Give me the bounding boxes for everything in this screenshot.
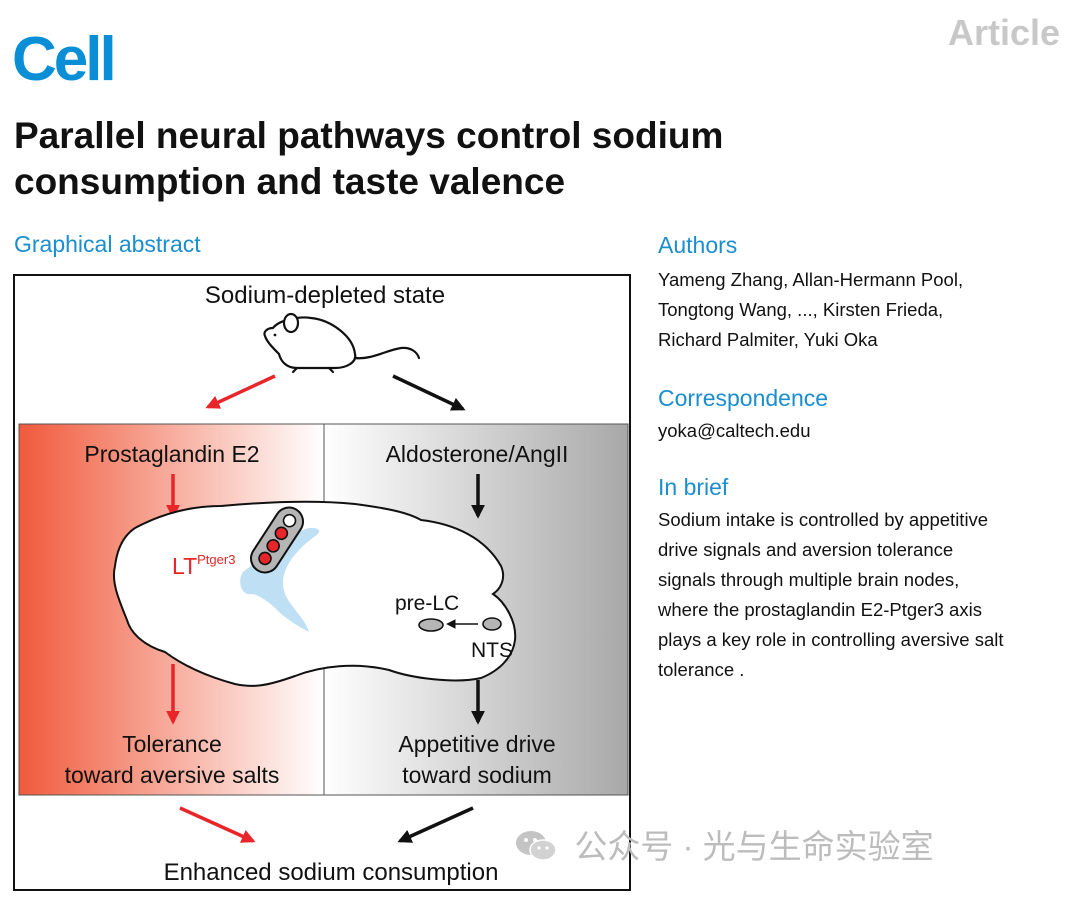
tolerance-label-line2: toward aversive salts bbox=[65, 762, 280, 788]
arrow-bottom-left bbox=[179, 806, 256, 843]
correspondence-email[interactable]: yoka@caltech.edu bbox=[658, 420, 811, 441]
in-brief-line-5: plays a key role in controlling aversive… bbox=[658, 629, 1004, 650]
graphical-abstract-svg: Sodium-depleted state Prostaglandin E2 A… bbox=[18, 282, 629, 886]
title-line-2: consumption and taste valence bbox=[14, 161, 566, 202]
in-brief-line-6: tolerance . bbox=[658, 659, 745, 680]
in-brief-line-1: Sodium intake is controlled by appetitiv… bbox=[658, 509, 989, 530]
arrow-top-right bbox=[392, 374, 466, 411]
nts-node bbox=[482, 617, 502, 631]
graphical-abstract-figure: Sodium-depleted state Prostaglandin E2 A… bbox=[13, 274, 631, 891]
wechat-icon bbox=[514, 831, 566, 865]
tolerance-label-line1: Tolerance bbox=[122, 731, 222, 757]
authors-line-1: Yameng Zhang, Allan-Hermann Pool, bbox=[658, 269, 964, 290]
lt-label: LTPtger3 bbox=[172, 552, 235, 579]
in-brief-section: In brief Sodium intake is controlled by … bbox=[658, 474, 1068, 685]
mouse-icon bbox=[263, 312, 421, 374]
arrow-top-left bbox=[205, 374, 276, 409]
in-brief-heading: In brief bbox=[658, 474, 729, 500]
journal-logo: Cell bbox=[12, 25, 117, 94]
authors-heading: Authors bbox=[658, 232, 738, 258]
correspondence-heading: Correspondence bbox=[658, 385, 829, 411]
lt-main: LT bbox=[172, 553, 197, 579]
in-brief-line-4: where the prostaglandin E2-Ptger3 axis bbox=[658, 599, 982, 620]
lt-superscript: Ptger3 bbox=[197, 552, 235, 567]
graphical-abstract-heading: Graphical abstract bbox=[14, 231, 201, 257]
authors-line-3: Richard Palmiter, Yuki Oka bbox=[658, 329, 878, 350]
sodium-depleted-label: Sodium-depleted state bbox=[205, 282, 445, 309]
paper-title: Parallel neural pathways control sodium … bbox=[14, 113, 914, 205]
in-brief-line-3: signals through multiple brain nodes, bbox=[658, 569, 960, 590]
prostaglandin-e2-label: Prostaglandin E2 bbox=[84, 441, 259, 467]
nts-label: NTS bbox=[471, 639, 513, 662]
authors-line-2: Tongtong Wang, ..., Kirsten Frieda, bbox=[658, 299, 944, 320]
watermark: 公众号 · 光与生命实验室 bbox=[514, 820, 934, 868]
lt-ptger3-nucleus bbox=[250, 506, 304, 574]
enhanced-consumption-label: Enhanced sodium consumption bbox=[164, 859, 499, 886]
pre-lc-node bbox=[418, 618, 444, 632]
brain-outline bbox=[113, 500, 517, 687]
authors-section: Authors Yameng Zhang, Allan-Hermann Pool… bbox=[658, 232, 1068, 355]
article-type-label: Article bbox=[947, 12, 1060, 53]
title-line-1: Parallel neural pathways control sodium bbox=[14, 115, 724, 156]
in-brief-line-2: drive signals and aversion tolerance bbox=[658, 539, 954, 560]
watermark-text: 公众号 · 光与生命实验室 bbox=[574, 828, 934, 865]
correspondence-section: Correspondence yoka@caltech.edu bbox=[658, 385, 1068, 446]
brain-ventricle bbox=[240, 527, 320, 632]
aldosterone-angii-label: Aldosterone/AngII bbox=[386, 441, 569, 467]
pre-lc-label: pre-LC bbox=[395, 592, 459, 615]
arrow-bottom-right bbox=[397, 806, 474, 843]
appetitive-label-line1: Appetitive drive bbox=[398, 731, 555, 757]
appetitive-label-line2: toward sodium bbox=[402, 762, 552, 788]
